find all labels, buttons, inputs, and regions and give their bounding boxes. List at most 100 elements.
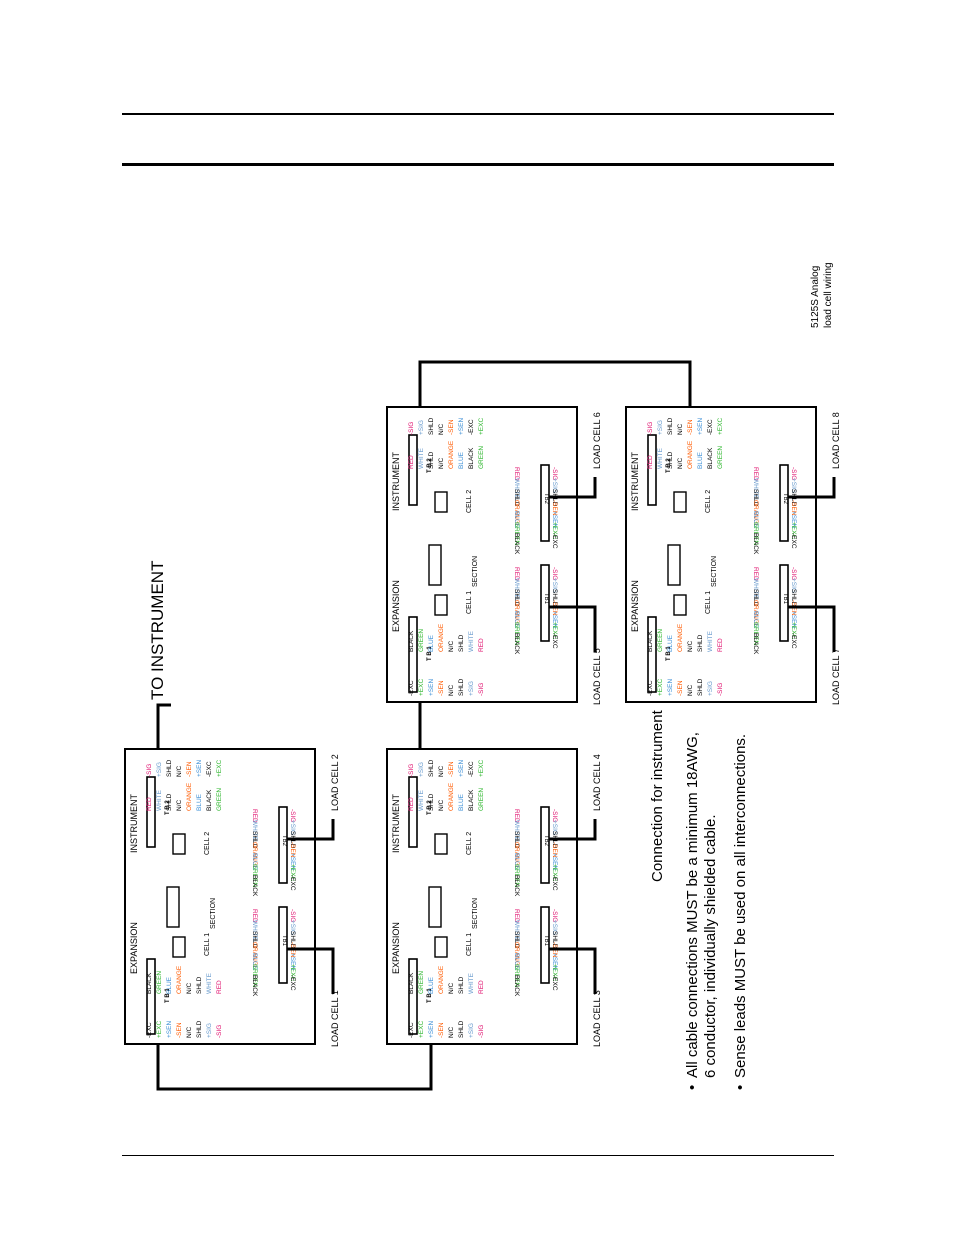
- tb2-wire-label: BLUE: [458, 793, 465, 811]
- board-outline: [386, 748, 578, 1045]
- board-outline: [625, 406, 817, 703]
- expansion-title: EXPANSION: [391, 580, 401, 632]
- tb2-terminal-label: +EXC: [478, 760, 485, 777]
- cell2-pad: [434, 491, 448, 513]
- cell-terminal-label: -EXC: [790, 533, 797, 549]
- tb1-terminal-label: +SIG: [707, 681, 714, 696]
- cell-wire-label: RED: [513, 909, 520, 923]
- cell-wire-label: ORANGE: [513, 500, 520, 529]
- tb2-terminal-label: -SIG: [647, 422, 654, 435]
- cell-wire-label: WHITE: [513, 920, 520, 942]
- cell-terminal-label: +SIG: [551, 578, 558, 593]
- cell-terminal-label: +EXC: [551, 522, 558, 539]
- cell-wire-label: BLACK: [251, 875, 258, 897]
- section-pad: [428, 886, 442, 928]
- tb1-wire-label: BLUE: [428, 634, 435, 652]
- tb1-wire-label: WHITE: [707, 630, 714, 652]
- cell-terminal-label: +SEN: [551, 853, 558, 870]
- cell-terminal-label: +EXC: [551, 964, 558, 981]
- terminal-block-1: [408, 616, 418, 693]
- tb2-wire-label: WHITE: [418, 447, 425, 469]
- cell2-pad: [172, 833, 186, 855]
- terminal-block-1: [647, 616, 657, 693]
- note-1-line-2: 6 conductor, individually shielded cable…: [702, 814, 719, 1078]
- cell-wire-label: BLACK: [251, 975, 258, 997]
- cell-terminal-label: -EXC: [289, 975, 296, 991]
- section-pad: [428, 544, 442, 586]
- cell-wire-label: WHITE: [251, 820, 258, 842]
- tb1-terminal-label: +EXC: [156, 1021, 163, 1038]
- cell1-label: CELL 1: [466, 591, 473, 614]
- tb1-terminal-label: +SEN: [428, 679, 435, 696]
- cell-wire-label: SHLD: [752, 489, 759, 507]
- tb1-wire-label: BLUE: [428, 976, 435, 994]
- tb1-terminal-label: SHLD: [458, 678, 465, 696]
- tb2-wire-label: ORANGE: [448, 782, 455, 811]
- cell-wire-label: WHITE: [752, 578, 759, 600]
- tb1-wire-label: RED: [478, 980, 485, 994]
- section-label: SECTION: [711, 556, 718, 587]
- tb1-wire-label: GREEN: [657, 629, 664, 652]
- tb2-wire-label: RED: [408, 797, 415, 811]
- cell-wire-label: ORANGE: [513, 600, 520, 629]
- tb2-wire-label: GREEN: [478, 446, 485, 469]
- cell-terminal-label: -SIG: [289, 909, 296, 922]
- cell-wire-label: BLUE: [251, 953, 258, 971]
- terminal-block-2: [146, 776, 156, 848]
- cell-wire-label: ORANGE: [513, 842, 520, 871]
- cell-wire-label: BLACK: [513, 533, 520, 555]
- tb1-terminal-label: -SEN: [176, 1022, 183, 1038]
- cell-wire-label: RED: [752, 567, 759, 581]
- header-rule-bottom: [122, 163, 834, 166]
- tb1-wire-label: GREEN: [418, 971, 425, 994]
- tb1-terminal-label: +SEN: [428, 1021, 435, 1038]
- load-cell-b-lead: [287, 819, 335, 841]
- tb2-terminal-label: +SEN: [196, 760, 203, 777]
- cell-connector-a: [540, 564, 550, 642]
- cell-terminal-label: +SIG: [551, 920, 558, 935]
- tb1-terminal-label: -SIG: [216, 1025, 223, 1038]
- header-rule-top: [122, 113, 834, 115]
- tb2-wire-label: BLACK: [707, 447, 714, 469]
- tb1-wire-label: SHLD: [196, 976, 203, 994]
- cell1-label: CELL 1: [705, 591, 712, 614]
- tb2-terminal-label: -EXC: [707, 419, 714, 435]
- tb1-wire-label: N/C: [448, 983, 455, 995]
- tb2-terminal-label: -SIG: [146, 764, 153, 777]
- terminal-block-2: [647, 434, 657, 506]
- tb1-terminal-label: +EXC: [418, 1021, 425, 1038]
- tb2-terminal-label: -EXC: [206, 761, 213, 777]
- tb2-wire-label: N/C: [677, 458, 684, 470]
- tb1-wire-label: ORANGE: [438, 623, 445, 652]
- cell-wire-label: GREEN: [251, 864, 258, 887]
- cell-wire-label: WHITE: [513, 820, 520, 842]
- cell-wire-label: SHLD: [513, 931, 520, 949]
- note-bullet-2: •: [732, 1085, 749, 1090]
- tb2-wire-label: WHITE: [657, 447, 664, 469]
- cell-terminal-label: +EXC: [289, 864, 296, 881]
- cell-connector-tag: TB1: [543, 593, 549, 605]
- cell-wire-label: GREEN: [513, 522, 520, 545]
- tb1-tag: T B 1: [165, 988, 171, 1003]
- expansion-title: EXPANSION: [129, 922, 139, 974]
- cell-terminal-label: +EXC: [551, 864, 558, 881]
- tb2-wire-label: BLACK: [468, 789, 475, 811]
- cell-wire-label: SHLD: [513, 831, 520, 849]
- tb2-wire-label: BLUE: [458, 451, 465, 469]
- load-cell-b-lead: [549, 477, 597, 499]
- load-cell-a-label: LOAD CELL 3: [592, 990, 602, 1047]
- tb2-terminal-label: N/C: [176, 766, 183, 778]
- tb1-wire-label: SHLD: [697, 634, 704, 652]
- cell-terminal-label: SHLD: [289, 931, 296, 949]
- cell-terminal-label: +SIG: [551, 478, 558, 493]
- tb2-terminal-label: -SEN: [186, 761, 193, 777]
- tb2-wire-label: N/C: [438, 800, 445, 812]
- tb1-wire-label: BLACK: [408, 972, 415, 994]
- terminal-block-1: [146, 958, 156, 1035]
- cell-terminal-label: +EXC: [790, 622, 797, 639]
- tb2-terminal-label: -EXC: [468, 761, 475, 777]
- tb1-wire-label: BLUE: [166, 976, 173, 994]
